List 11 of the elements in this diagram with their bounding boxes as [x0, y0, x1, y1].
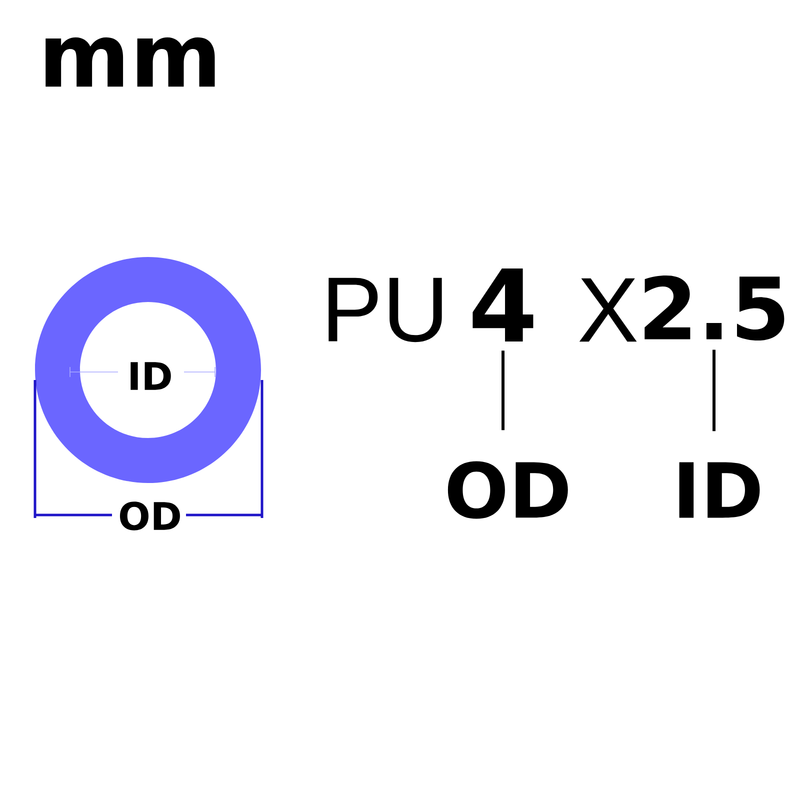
leader-line [712, 350, 716, 432]
dimension-label: ID [130, 362, 171, 390]
leader-line [502, 350, 504, 430]
dimension-label: X [579, 278, 637, 342]
size-label: 4 [472, 268, 534, 342]
dimension-label: mm [46, 37, 215, 87]
size-label: ID [679, 462, 760, 518]
size-label: 2.5 [644, 276, 784, 341]
size-label: OD [448, 461, 568, 519]
dimension-label: OD [120, 502, 180, 530]
dimension-label: PU [328, 278, 442, 342]
